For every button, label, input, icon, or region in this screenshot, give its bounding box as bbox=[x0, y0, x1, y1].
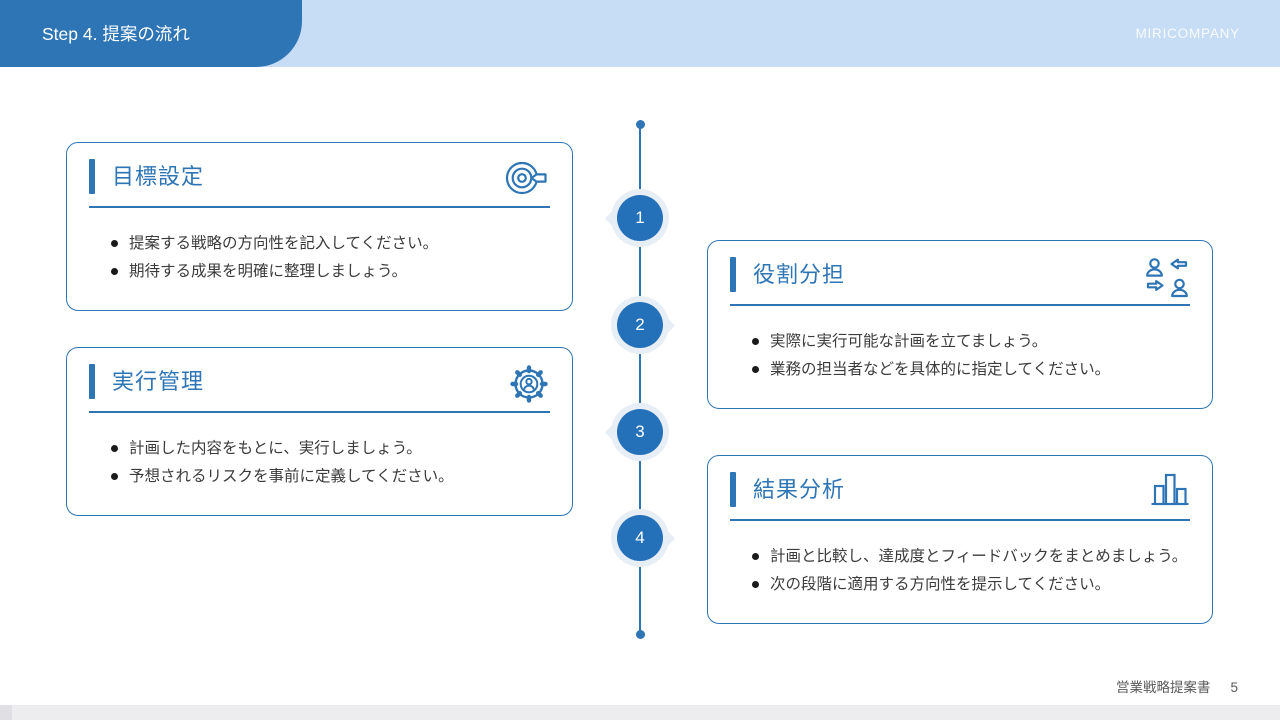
bullet-text: 業務の担当者などを具体的に指定してください。 bbox=[770, 360, 1111, 378]
timeline-line bbox=[639, 124, 641, 635]
step-number-badge: 4 bbox=[617, 515, 663, 561]
card-title: 目標設定 bbox=[112, 164, 205, 189]
bullet-text: 次の段階に適用する方向性を提示してください。 bbox=[770, 575, 1111, 593]
bullet-item: 提案する戦略の方向性を記入してください。 bbox=[111, 230, 550, 258]
timeline-end-dot bbox=[635, 630, 645, 639]
bullet-dot bbox=[111, 445, 118, 453]
bullet-list: 実際に実行可能な計画を立てましょう。 業務の担当者などを具体的に指定してください… bbox=[752, 328, 1190, 383]
bullet-item: 次の段階に適用する方向性を提示してください。 bbox=[752, 571, 1190, 599]
bullet-dot bbox=[752, 580, 759, 588]
bullet-item: 計画した内容をもとに、実行しましょう。 bbox=[111, 435, 550, 463]
bullet-item: 期待する成果を明確に整理しましょう。 bbox=[111, 258, 550, 286]
slide-title: Step 4. 提案の流れ bbox=[42, 24, 190, 44]
brand-text: MIRICOMPANY bbox=[1135, 26, 1240, 41]
title-accent-bar bbox=[730, 257, 736, 292]
bullet-list: 計画した内容をもとに、実行しましょう。 予想されるリスクを事前に定義してください… bbox=[111, 435, 550, 490]
card-header: 実行管理 bbox=[89, 363, 550, 405]
card-header: 目標設定 bbox=[89, 158, 550, 200]
people-exchange-icon bbox=[1144, 256, 1190, 298]
timeline-step-2: 2 bbox=[617, 302, 676, 348]
card-title: 結果分析 bbox=[753, 477, 846, 502]
title-accent-bar bbox=[89, 159, 95, 194]
bullet-dot bbox=[111, 240, 118, 248]
footer: 営業戦略提案書 5 bbox=[1116, 676, 1238, 696]
target-icon bbox=[502, 158, 550, 198]
card-goal-setting: 目標設定 提案する戦略の方向性を記入してください。 bbox=[66, 142, 573, 311]
page-number: 5 bbox=[1230, 680, 1238, 695]
card-execution-management: 実行管理 bbox=[66, 347, 573, 516]
bar-chart-icon bbox=[1150, 471, 1190, 509]
bullet-item: 予想されるリスクを事前に定義してください。 bbox=[111, 463, 550, 491]
timeline-step-3: 3 bbox=[604, 409, 663, 455]
gear-user-icon bbox=[508, 363, 550, 405]
timeline-step-4: 4 bbox=[617, 515, 676, 561]
step-number-badge: 3 bbox=[617, 409, 663, 455]
bullet-dot bbox=[111, 267, 118, 275]
card-header: 結果分析 bbox=[730, 471, 1190, 513]
title-underline bbox=[89, 206, 550, 208]
bullet-item: 計画と比較し、達成度とフィードバックをまとめましょう。 bbox=[752, 543, 1190, 571]
bullet-text: 実際に実行可能な計画を立てましょう。 bbox=[770, 333, 1048, 350]
card-result-analysis: 結果分析 計画と比較し、達成度とフィードバックをまとめましょう。 bbox=[707, 455, 1213, 624]
bullet-text: 計画と比較し、達成度とフィードバックをまとめましょう。 bbox=[770, 548, 1188, 565]
title-accent-bar bbox=[89, 364, 95, 399]
bottom-strip-notch bbox=[0, 705, 12, 720]
title-accent-bar bbox=[730, 472, 736, 507]
card-header: 役割分担 bbox=[730, 256, 1190, 298]
bullet-item: 実際に実行可能な計画を立てましょう。 bbox=[752, 328, 1190, 356]
bullet-text: 計画した内容をもとに、実行しましょう。 bbox=[129, 440, 422, 457]
title-underline bbox=[89, 411, 550, 413]
title-underline bbox=[730, 519, 1190, 521]
step-number-badge: 1 bbox=[617, 195, 663, 241]
card-title: 実行管理 bbox=[112, 369, 205, 394]
bullet-text: 予想されるリスクを事前に定義してください。 bbox=[129, 467, 454, 485]
bullet-item: 業務の担当者などを具体的に指定してください。 bbox=[752, 356, 1190, 384]
card-title: 役割分担 bbox=[753, 262, 846, 287]
document-title: 営業戦略提案書 bbox=[1115, 680, 1211, 695]
bullet-dot bbox=[752, 365, 759, 373]
step-number-badge: 2 bbox=[617, 302, 663, 348]
bullet-dot bbox=[752, 553, 759, 561]
bullet-list: 計画と比較し、達成度とフィードバックをまとめましょう。 次の段階に適用する方向性… bbox=[752, 543, 1190, 598]
bullet-list: 提案する戦略の方向性を記入してください。 期待する成果を明確に整理しましょう。 bbox=[111, 230, 550, 285]
bullet-dot bbox=[111, 472, 118, 480]
slide-title-badge: Step 4. 提案の流れ bbox=[0, 0, 302, 67]
bullet-text: 期待する成果を明確に整理しましょう。 bbox=[129, 262, 408, 280]
bullet-text: 提案する戦略の方向性を記入してください。 bbox=[129, 235, 439, 252]
title-underline bbox=[730, 304, 1190, 306]
timeline-step-1: 1 bbox=[604, 195, 663, 241]
bullet-dot bbox=[752, 338, 759, 346]
timeline-start-dot bbox=[635, 120, 645, 129]
card-role-assignment: 役割分担 実際に実行可能な計画を立てましょう。 bbox=[707, 240, 1213, 409]
bottom-strip bbox=[0, 705, 1280, 720]
